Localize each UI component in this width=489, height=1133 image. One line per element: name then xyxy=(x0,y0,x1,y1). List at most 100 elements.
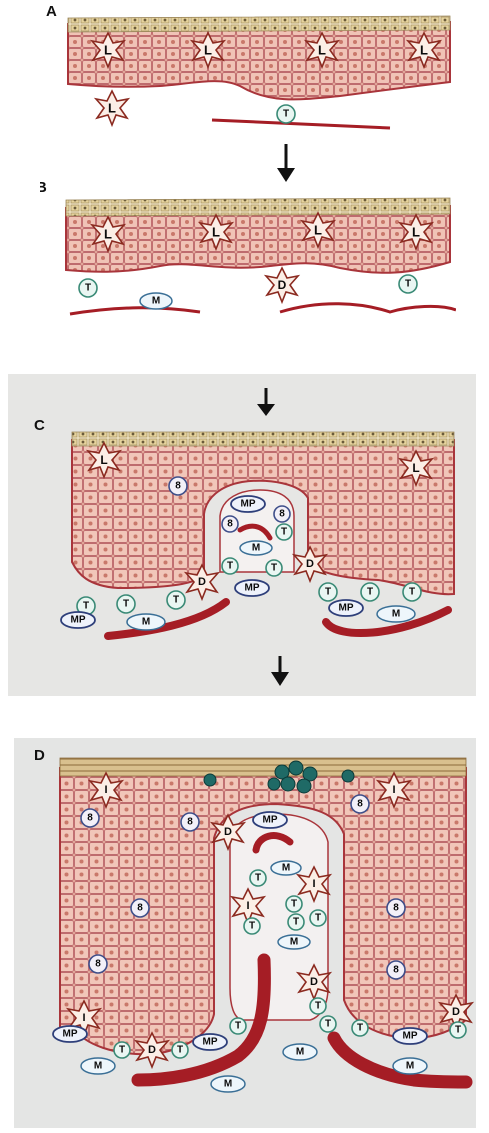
cell-mp: MP xyxy=(235,580,269,596)
panel-d-diagram: D I 8 8 xyxy=(14,738,476,1128)
cell-t: T xyxy=(310,998,326,1014)
svg-text:MP: MP xyxy=(71,615,86,626)
cell-t: T xyxy=(450,1022,466,1038)
svg-text:L: L xyxy=(412,461,419,475)
svg-text:T: T xyxy=(255,873,261,884)
panel-label: B xyxy=(40,180,47,196)
svg-text:8: 8 xyxy=(137,903,143,914)
cell-t: T xyxy=(250,870,266,886)
cell-m: M xyxy=(81,1058,115,1074)
svg-text:D: D xyxy=(310,976,318,988)
svg-text:M: M xyxy=(296,1047,304,1058)
svg-text:T: T xyxy=(409,587,415,598)
svg-text:I: I xyxy=(312,878,315,890)
svg-text:MP: MP xyxy=(241,499,256,510)
cell-t: T xyxy=(399,275,417,293)
cell-m: M xyxy=(140,293,172,309)
svg-text:8: 8 xyxy=(393,903,399,914)
cell-t: T xyxy=(244,918,260,934)
svg-text:T: T xyxy=(123,599,129,610)
svg-text:D: D xyxy=(278,278,287,292)
cell-8: 8 xyxy=(222,516,238,532)
svg-text:MP: MP xyxy=(245,583,260,594)
cell-d: D xyxy=(266,268,298,302)
cell-8: 8 xyxy=(351,795,369,813)
svg-text:8: 8 xyxy=(279,509,285,520)
svg-text:T: T xyxy=(85,283,91,294)
svg-text:L: L xyxy=(104,43,112,58)
cell-t: T xyxy=(266,560,282,576)
cell-m: M xyxy=(127,614,165,630)
cell-t: T xyxy=(361,583,379,601)
panel-label: D xyxy=(34,747,45,764)
svg-text:I: I xyxy=(104,784,107,796)
cell-m: M xyxy=(283,1044,317,1060)
cell-t: T xyxy=(286,896,302,912)
svg-text:8: 8 xyxy=(87,813,93,824)
panel-c: C L L 8 MP 8 xyxy=(8,374,476,696)
blood-vessel xyxy=(212,120,390,128)
svg-text:T: T xyxy=(227,561,233,572)
svg-text:L: L xyxy=(108,101,116,116)
svg-text:L: L xyxy=(314,223,322,238)
cell-t: T xyxy=(79,279,97,297)
cell-t: T xyxy=(288,914,304,930)
svg-text:T: T xyxy=(271,563,277,574)
svg-text:I: I xyxy=(392,784,395,796)
cell-mp: MP xyxy=(193,1034,227,1050)
svg-text:MP: MP xyxy=(339,603,354,614)
cell-8: 8 xyxy=(81,809,99,827)
svg-text:D: D xyxy=(148,1044,156,1056)
svg-text:T: T xyxy=(249,921,255,932)
svg-text:D: D xyxy=(452,1006,460,1018)
cell-l: L xyxy=(96,91,128,125)
cell-t: T xyxy=(117,595,135,613)
svg-text:T: T xyxy=(315,1001,321,1012)
svg-text:D: D xyxy=(224,826,232,838)
cell-mp: MP xyxy=(61,612,95,628)
svg-text:L: L xyxy=(412,225,420,240)
panel-b: B L L L L T M D xyxy=(40,180,456,322)
svg-text:I: I xyxy=(82,1012,85,1024)
svg-text:M: M xyxy=(392,609,400,620)
cell-mp: MP xyxy=(253,812,287,828)
svg-text:MP: MP xyxy=(63,1029,78,1040)
svg-text:M: M xyxy=(406,1061,414,1072)
svg-text:M: M xyxy=(282,863,290,874)
cell-t: T xyxy=(352,1020,368,1036)
svg-text:L: L xyxy=(100,453,107,467)
panel-d: D I 8 8 xyxy=(14,738,476,1128)
svg-text:T: T xyxy=(119,1045,125,1056)
cell-t: T xyxy=(230,1018,246,1034)
cell-m: M xyxy=(278,935,310,949)
cell-8: 8 xyxy=(274,506,290,522)
svg-text:8: 8 xyxy=(95,959,101,970)
horny-layer xyxy=(66,198,450,216)
cell-8: 8 xyxy=(169,477,187,495)
panel-a-diagram: A L L L L L T xyxy=(40,0,456,158)
blood-vessel xyxy=(70,304,456,314)
svg-text:D: D xyxy=(306,558,314,570)
panel-a: A L L L L L T xyxy=(40,0,456,158)
cell-t: T xyxy=(403,583,421,601)
svg-text:L: L xyxy=(204,43,212,58)
svg-text:8: 8 xyxy=(227,519,233,530)
svg-text:T: T xyxy=(455,1025,461,1036)
cell-8: 8 xyxy=(131,899,149,917)
svg-text:M: M xyxy=(142,617,150,628)
cell-t: T xyxy=(277,105,295,123)
cell-8: 8 xyxy=(89,955,107,973)
svg-text:D: D xyxy=(198,576,206,588)
svg-text:T: T xyxy=(325,587,331,598)
svg-text:T: T xyxy=(291,899,297,910)
svg-text:8: 8 xyxy=(393,965,399,976)
cell-m: M xyxy=(211,1076,245,1092)
cell-8: 8 xyxy=(387,961,405,979)
svg-text:MP: MP xyxy=(263,815,278,826)
svg-text:T: T xyxy=(281,527,287,538)
cell-mp: MP xyxy=(53,1026,87,1042)
panel-c-diagram: C L L 8 MP 8 xyxy=(8,374,476,696)
cell-8: 8 xyxy=(181,813,199,831)
svg-text:T: T xyxy=(315,913,321,924)
horny-layer xyxy=(68,16,450,32)
